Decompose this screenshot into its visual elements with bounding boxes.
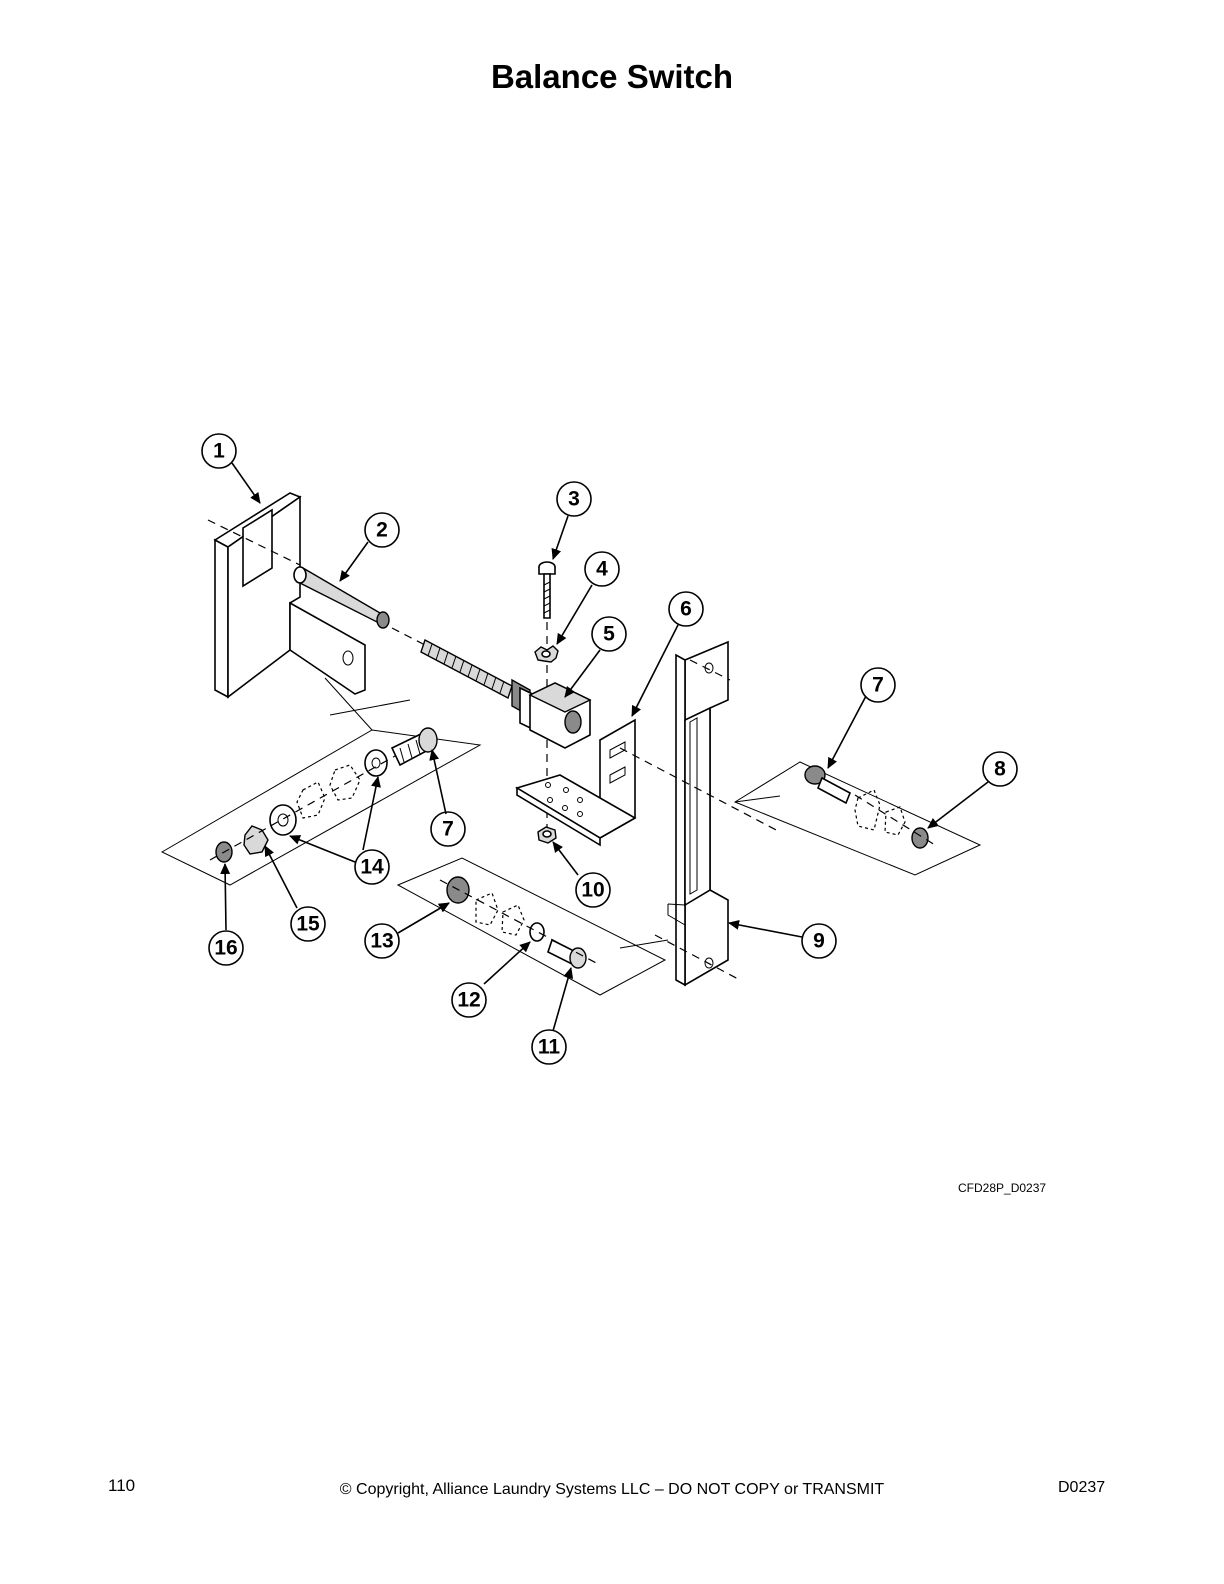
callout-7-right: 7: [860, 667, 896, 703]
callout-6: 6: [668, 591, 704, 627]
callout-7-left: 7: [430, 811, 466, 847]
svg-text:13: 13: [370, 930, 393, 953]
axis-line-lower: [654, 934, 741, 981]
part-3-screw: [538, 561, 556, 650]
svg-text:7: 7: [442, 818, 454, 841]
callout-14: 14: [354, 849, 390, 885]
drawing-id: CFD28P_D0237: [958, 1181, 1047, 1195]
detail-panel-right: [733, 761, 982, 876]
svg-text:11: 11: [538, 1036, 561, 1059]
part-2-spacer: [293, 566, 390, 629]
detail-panel-lower: [396, 857, 669, 996]
callout-9: 9: [801, 923, 837, 959]
svg-text:5: 5: [603, 623, 615, 646]
callout-11: 11: [531, 1029, 567, 1065]
svg-text:4: 4: [596, 558, 608, 581]
detail-panel-left: [160, 677, 482, 886]
svg-text:2: 2: [376, 519, 388, 542]
svg-text:3: 3: [568, 488, 580, 511]
part-5-balance-switch: [420, 638, 592, 749]
svg-text:14: 14: [360, 856, 384, 879]
callout-8: 8: [982, 751, 1018, 787]
callout-3: 3: [556, 481, 592, 517]
callout-5: 5: [591, 616, 627, 652]
svg-text:6: 6: [680, 598, 692, 621]
svg-text:8: 8: [994, 758, 1006, 781]
svg-text:15: 15: [296, 913, 320, 936]
part-4-star-washer: [534, 645, 559, 663]
callout-16: 16: [208, 930, 244, 966]
page-number: 110: [108, 1476, 136, 1495]
callout-12: 12: [451, 982, 487, 1018]
callout-1: 1: [201, 433, 237, 469]
svg-text:7: 7: [872, 674, 884, 697]
part-6-switch-bracket: [515, 718, 637, 847]
document-code: D0237: [1058, 1479, 1106, 1496]
callout-15: 15: [290, 906, 326, 942]
callout-2: 2: [364, 512, 400, 548]
part-1-mounting-bracket: [207, 492, 366, 699]
leader-lines: [220, 462, 989, 1032]
copyright-notice: © Copyright, Alliance Laundry Systems LL…: [339, 1481, 885, 1498]
axis-line-top-plate: [689, 659, 731, 681]
part-9-mounting-plate: [667, 640, 729, 987]
part-10-nut: [537, 826, 557, 844]
svg-text:1: 1: [213, 440, 225, 463]
page-title: Balance Switch: [490, 58, 734, 95]
svg-text:10: 10: [581, 879, 604, 902]
callout-10: 10: [575, 872, 611, 908]
callout-13: 13: [364, 923, 400, 959]
callout-4: 4: [584, 551, 620, 587]
axis-line-main: [391, 627, 426, 646]
axis-line-right: [619, 747, 781, 833]
svg-text:9: 9: [813, 930, 825, 953]
svg-text:12: 12: [457, 989, 480, 1012]
svg-text:16: 16: [214, 937, 237, 960]
